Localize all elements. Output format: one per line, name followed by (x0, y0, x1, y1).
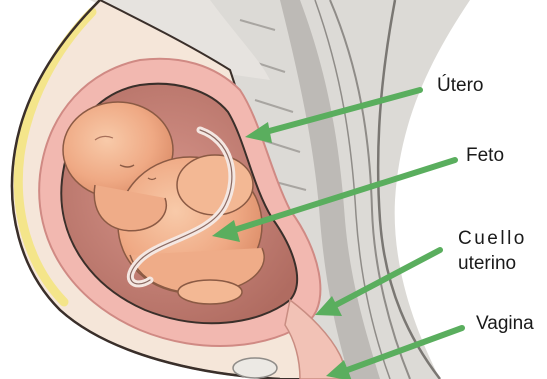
pelvic-bone (233, 358, 277, 378)
label-uterino: uterino (458, 253, 516, 275)
label-feto: Feto (466, 145, 504, 167)
label-vagina: Vagina (476, 313, 534, 335)
label-cuello: Cuello (458, 228, 527, 250)
label-utero: Útero (437, 75, 483, 97)
